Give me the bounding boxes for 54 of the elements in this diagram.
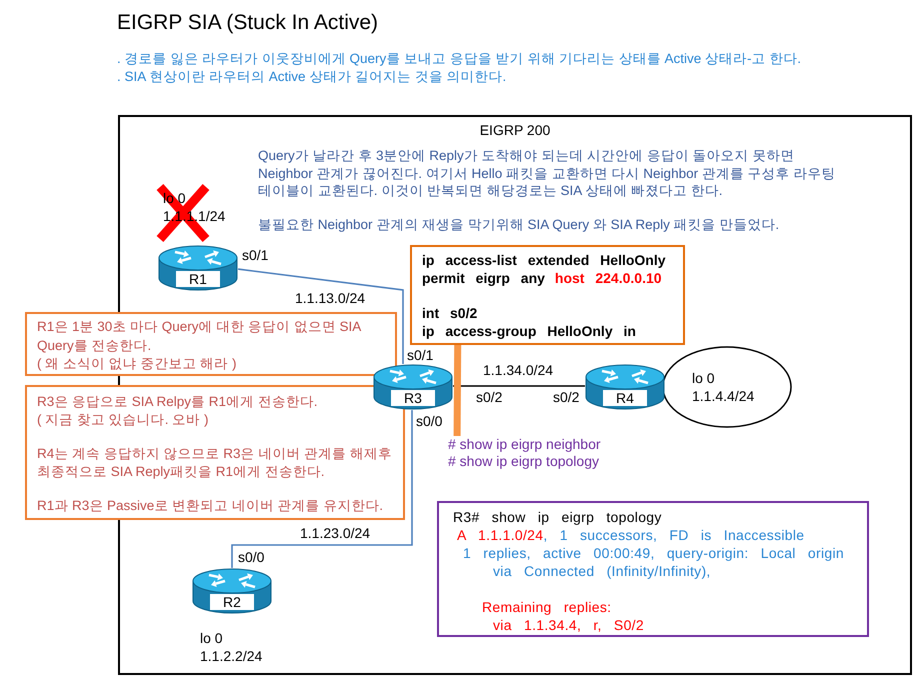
loopback-address: lo 0 1.1.4.4/24	[692, 369, 756, 405]
note-text: ( 지금 찾고 있습니다. 오바 )	[37, 410, 208, 428]
interface-name: s0/1	[242, 247, 268, 263]
config-text: int s0/2	[422, 305, 478, 321]
router-name: R1	[189, 271, 207, 287]
command-text: # show ip eigrp topology	[448, 453, 599, 469]
config-text: ip access-list extended HelloOnly	[422, 252, 666, 268]
console-output-box	[437, 501, 869, 637]
subnet-label: 1.1.34.0/24	[483, 363, 554, 378]
console-line: via Connected (Infinity/Infinity),	[493, 563, 711, 579]
interface-name: s0/2	[476, 389, 502, 405]
link-line	[453, 385, 585, 387]
console-line: , 1 successors, FD is Inaccessible	[543, 527, 804, 543]
console-line: via 1.1.34.4, r, S0/2	[493, 617, 644, 633]
config-text: ip access-group HelloOnly in	[422, 323, 636, 339]
loopback-ellipse	[662, 346, 792, 428]
interface-name: s0/0	[416, 413, 442, 429]
router	[585, 364, 665, 410]
intro-note: . 경로를 잃은 라우터가 이웃장비에게 Query를 보내고 응답을 받기 위해 기다리는 상태를 Active 상태라-고 한다.	[117, 51, 802, 66]
intro-note: . SIA 현상이란 라우터의 Active 상태가 길어지는 것을 의미한다.	[117, 69, 506, 84]
router-name: R4	[616, 390, 634, 406]
subnet-label: 1.1.23.0/24	[300, 526, 370, 541]
router	[373, 364, 453, 410]
console-line: Remaining replies:	[482, 599, 612, 615]
interface-name: s0/0	[238, 549, 264, 565]
router	[158, 245, 238, 291]
command-text: # show ip eigrp neighbor	[448, 436, 601, 452]
note-box	[25, 312, 397, 376]
subnet-label: 1.1.13.0/24	[295, 291, 366, 306]
note-text: R4는 계속 응답하지 않으므로 R3은 네이버 관계를 해제후 최종적으로 SIA Reply패킷을 R1에게 전송한다.	[37, 445, 393, 480]
interface-name: s0/1	[407, 347, 434, 363]
description-text: 불필요한 Neighbor 관계의 재생을 막기위해 SIA Query 와 SIA Reply 패킷을 만들었다.	[258, 216, 780, 234]
router-name: R3	[404, 390, 422, 406]
config-text: permit eigrp any	[422, 270, 545, 286]
description-text: Query가 날라간 후 3분안에 Reply가 도착해야 되는데 시간안에 응답이 돌아오지 못하면 Neighbor 관계가 끊어진다. 여기서 Hello 패킷을 교환하면 다시 Neighbor 관계를 구성후 라우팅 테이블이 교환된다. 이것이 반복되면 해당경로는 SIA 상태에 빠졌다고 한다.	[258, 147, 836, 200]
config-text: host 224.0.0.10	[554, 270, 662, 286]
console-line: 1 replies, active 00:00:49, query-origin: Local origin	[463, 545, 844, 561]
note-text: R3은 응답으로 SIA Relpy를 R1에게 전송한다.	[37, 393, 318, 410]
link-line	[231, 410, 413, 568]
note-box	[25, 385, 405, 520]
note-text: R1과 R3은 Passive로 변환되고 네이버 관계를 유지한다.	[37, 497, 384, 514]
note-text: R1은 1분 30초 마다 Query에 대한 응답이 없으면 SIA Query를 전송한다.	[37, 318, 362, 355]
frame-title: EIGRP 200	[480, 122, 550, 140]
router-name: R2	[223, 594, 241, 610]
console-line: A 1.1.1.0/24	[457, 527, 544, 543]
loopback-address: lo 0 1.1.2.2/24	[200, 630, 262, 664]
leader-bar	[454, 344, 462, 436]
config-box	[410, 245, 685, 345]
interface-name: s0/2	[553, 389, 580, 405]
link-line	[238, 268, 404, 364]
page-title: EIGRP SIA (Stuck In Active)	[117, 10, 378, 36]
router	[192, 568, 272, 614]
note-text: ( 왜 소식이 없냐 중간보고 해라 )	[37, 355, 236, 373]
console-line: R3# show ip eigrp topology	[453, 509, 662, 525]
